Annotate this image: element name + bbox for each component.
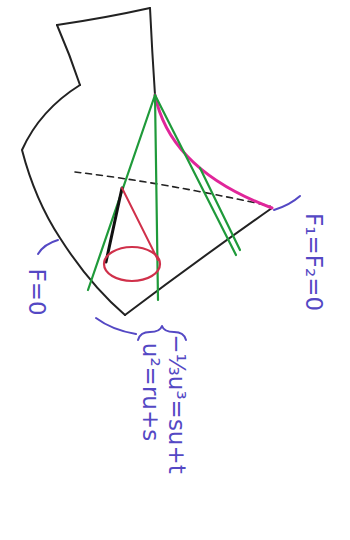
ruling-line: [155, 95, 236, 255]
cusp-edge: [155, 95, 272, 208]
hidden-edge: [75, 172, 270, 206]
surface-label: F₁=F₂=0: [302, 213, 325, 311]
cone-line: [122, 188, 158, 260]
surface-edge: [57, 25, 80, 85]
surface-edge: [57, 8, 150, 25]
leader-line: [96, 318, 136, 334]
cone-base: [104, 247, 160, 281]
equation-label: −⅓u³=su+t: [165, 334, 188, 473]
equation-label: u²=ru+s: [139, 343, 162, 441]
surface-edge: [150, 8, 155, 95]
leader-line: [38, 240, 58, 254]
leader-line: [274, 196, 300, 210]
ruling-line: [88, 95, 155, 290]
surface-edge: [22, 85, 125, 315]
surface-label: F=0: [25, 268, 48, 315]
surface-edge: [125, 208, 272, 315]
ruling-line: [200, 168, 240, 250]
